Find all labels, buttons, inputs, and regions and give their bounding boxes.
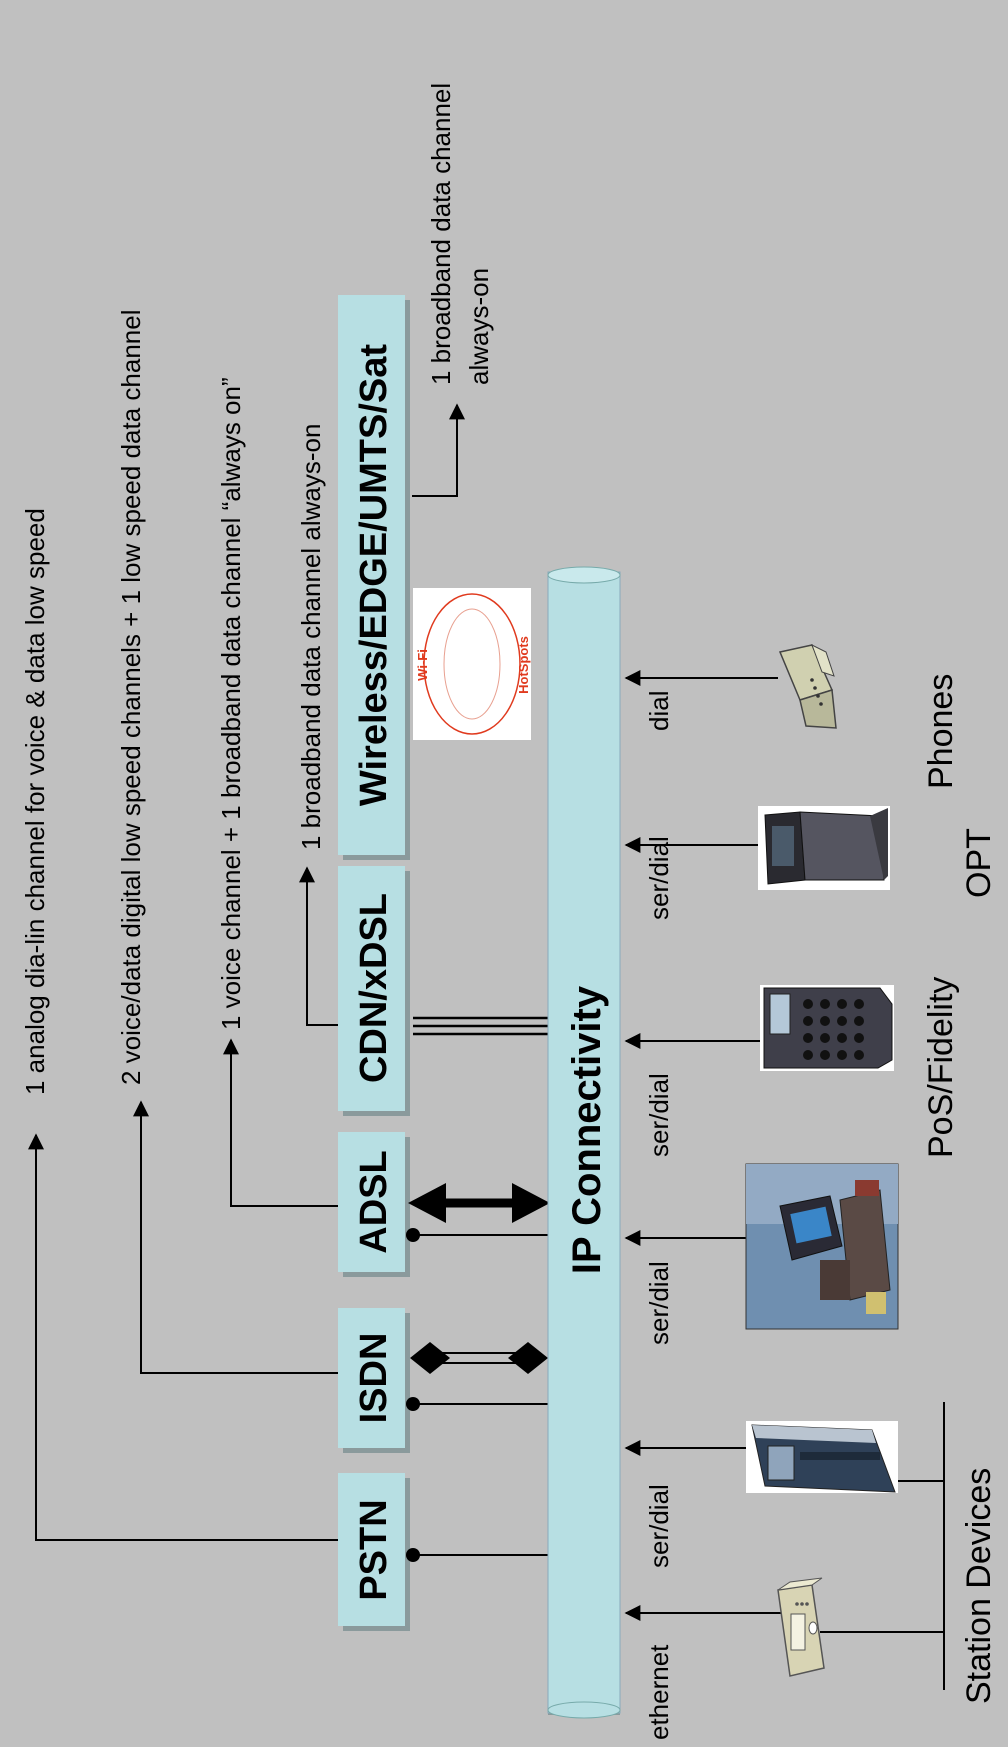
adsl-arrow [223, 1038, 340, 1207]
network-label-adsl: ADSL [353, 1150, 395, 1253]
wireless-description-line1: 1 broadband data channel [426, 83, 456, 385]
connection-label-ser-dial-1: ser/dial [644, 1484, 674, 1568]
network-label-wireless: Wireless/EDGE/UMTS/Sat [353, 344, 395, 806]
connection-label-ethernet: ethernet [644, 1644, 674, 1740]
pos-fidelity-label: PoS/Fidelity [922, 977, 960, 1158]
isdn-description: 2 voice/data digital low speed channels … [116, 310, 146, 1085]
network-box-pstn: PSTN [338, 1473, 410, 1631]
isdn-connector [406, 1342, 548, 1411]
opt-terminal-photo [745, 1163, 899, 1330]
network-box-cdn: CDN/xDSL [338, 866, 410, 1116]
connection-label-dial: dial [644, 691, 674, 731]
connection-label-ser-dial-2: ser/dial [644, 1261, 674, 1345]
adsl-description: 1 voice channel + 1 broadband data chann… [216, 377, 246, 1030]
cdn-arrow [299, 866, 340, 1026]
isdn-arrow [133, 1100, 340, 1374]
connection-label-ser-dial-4: ser/dial [644, 836, 674, 920]
network-box-adsl: ADSL [338, 1132, 410, 1277]
station-tower-device [777, 1577, 825, 1677]
cdn-description: 1 broadband data channel always-on [296, 424, 326, 850]
pstn-description: 1 analog dia-lin channel for voice & dat… [20, 508, 50, 1095]
network-box-isdn: ISDN [338, 1308, 410, 1453]
hotspots-logo-text: HotSpots [516, 636, 531, 694]
ip-connectivity-backbone: IP Connectivity [547, 566, 621, 1719]
opt-label: OPT [960, 828, 998, 898]
station-server-device [746, 1421, 898, 1493]
wireless-description-line2: always-on [464, 268, 494, 385]
pos-keypad-terminal [760, 985, 894, 1071]
wifi-hotspots-logo: Wi-Fi HotSpots [413, 588, 531, 740]
connection-label-ser-dial-3: ser/dial [644, 1073, 674, 1157]
adsl-connector [406, 1183, 550, 1242]
card-reader-terminal [758, 806, 890, 890]
network-label-isdn: ISDN [353, 1333, 395, 1424]
cdn-connector [413, 1016, 548, 1036]
network-label-pstn: PSTN [353, 1499, 395, 1600]
network-box-wireless: Wireless/EDGE/UMTS/Sat [338, 295, 410, 860]
wifi-logo-text: Wi-Fi [415, 649, 430, 681]
pstn-arrow [28, 1133, 340, 1541]
wireless-arrow [412, 403, 465, 497]
ip-connectivity-label: IP Connectivity [565, 985, 609, 1274]
phones-label: Phones [922, 674, 960, 789]
station-devices-label: Station Devices [960, 1468, 998, 1704]
phone-device [778, 643, 837, 729]
network-label-cdn: CDN/xDSL [353, 893, 395, 1083]
pstn-connector [406, 1548, 548, 1562]
